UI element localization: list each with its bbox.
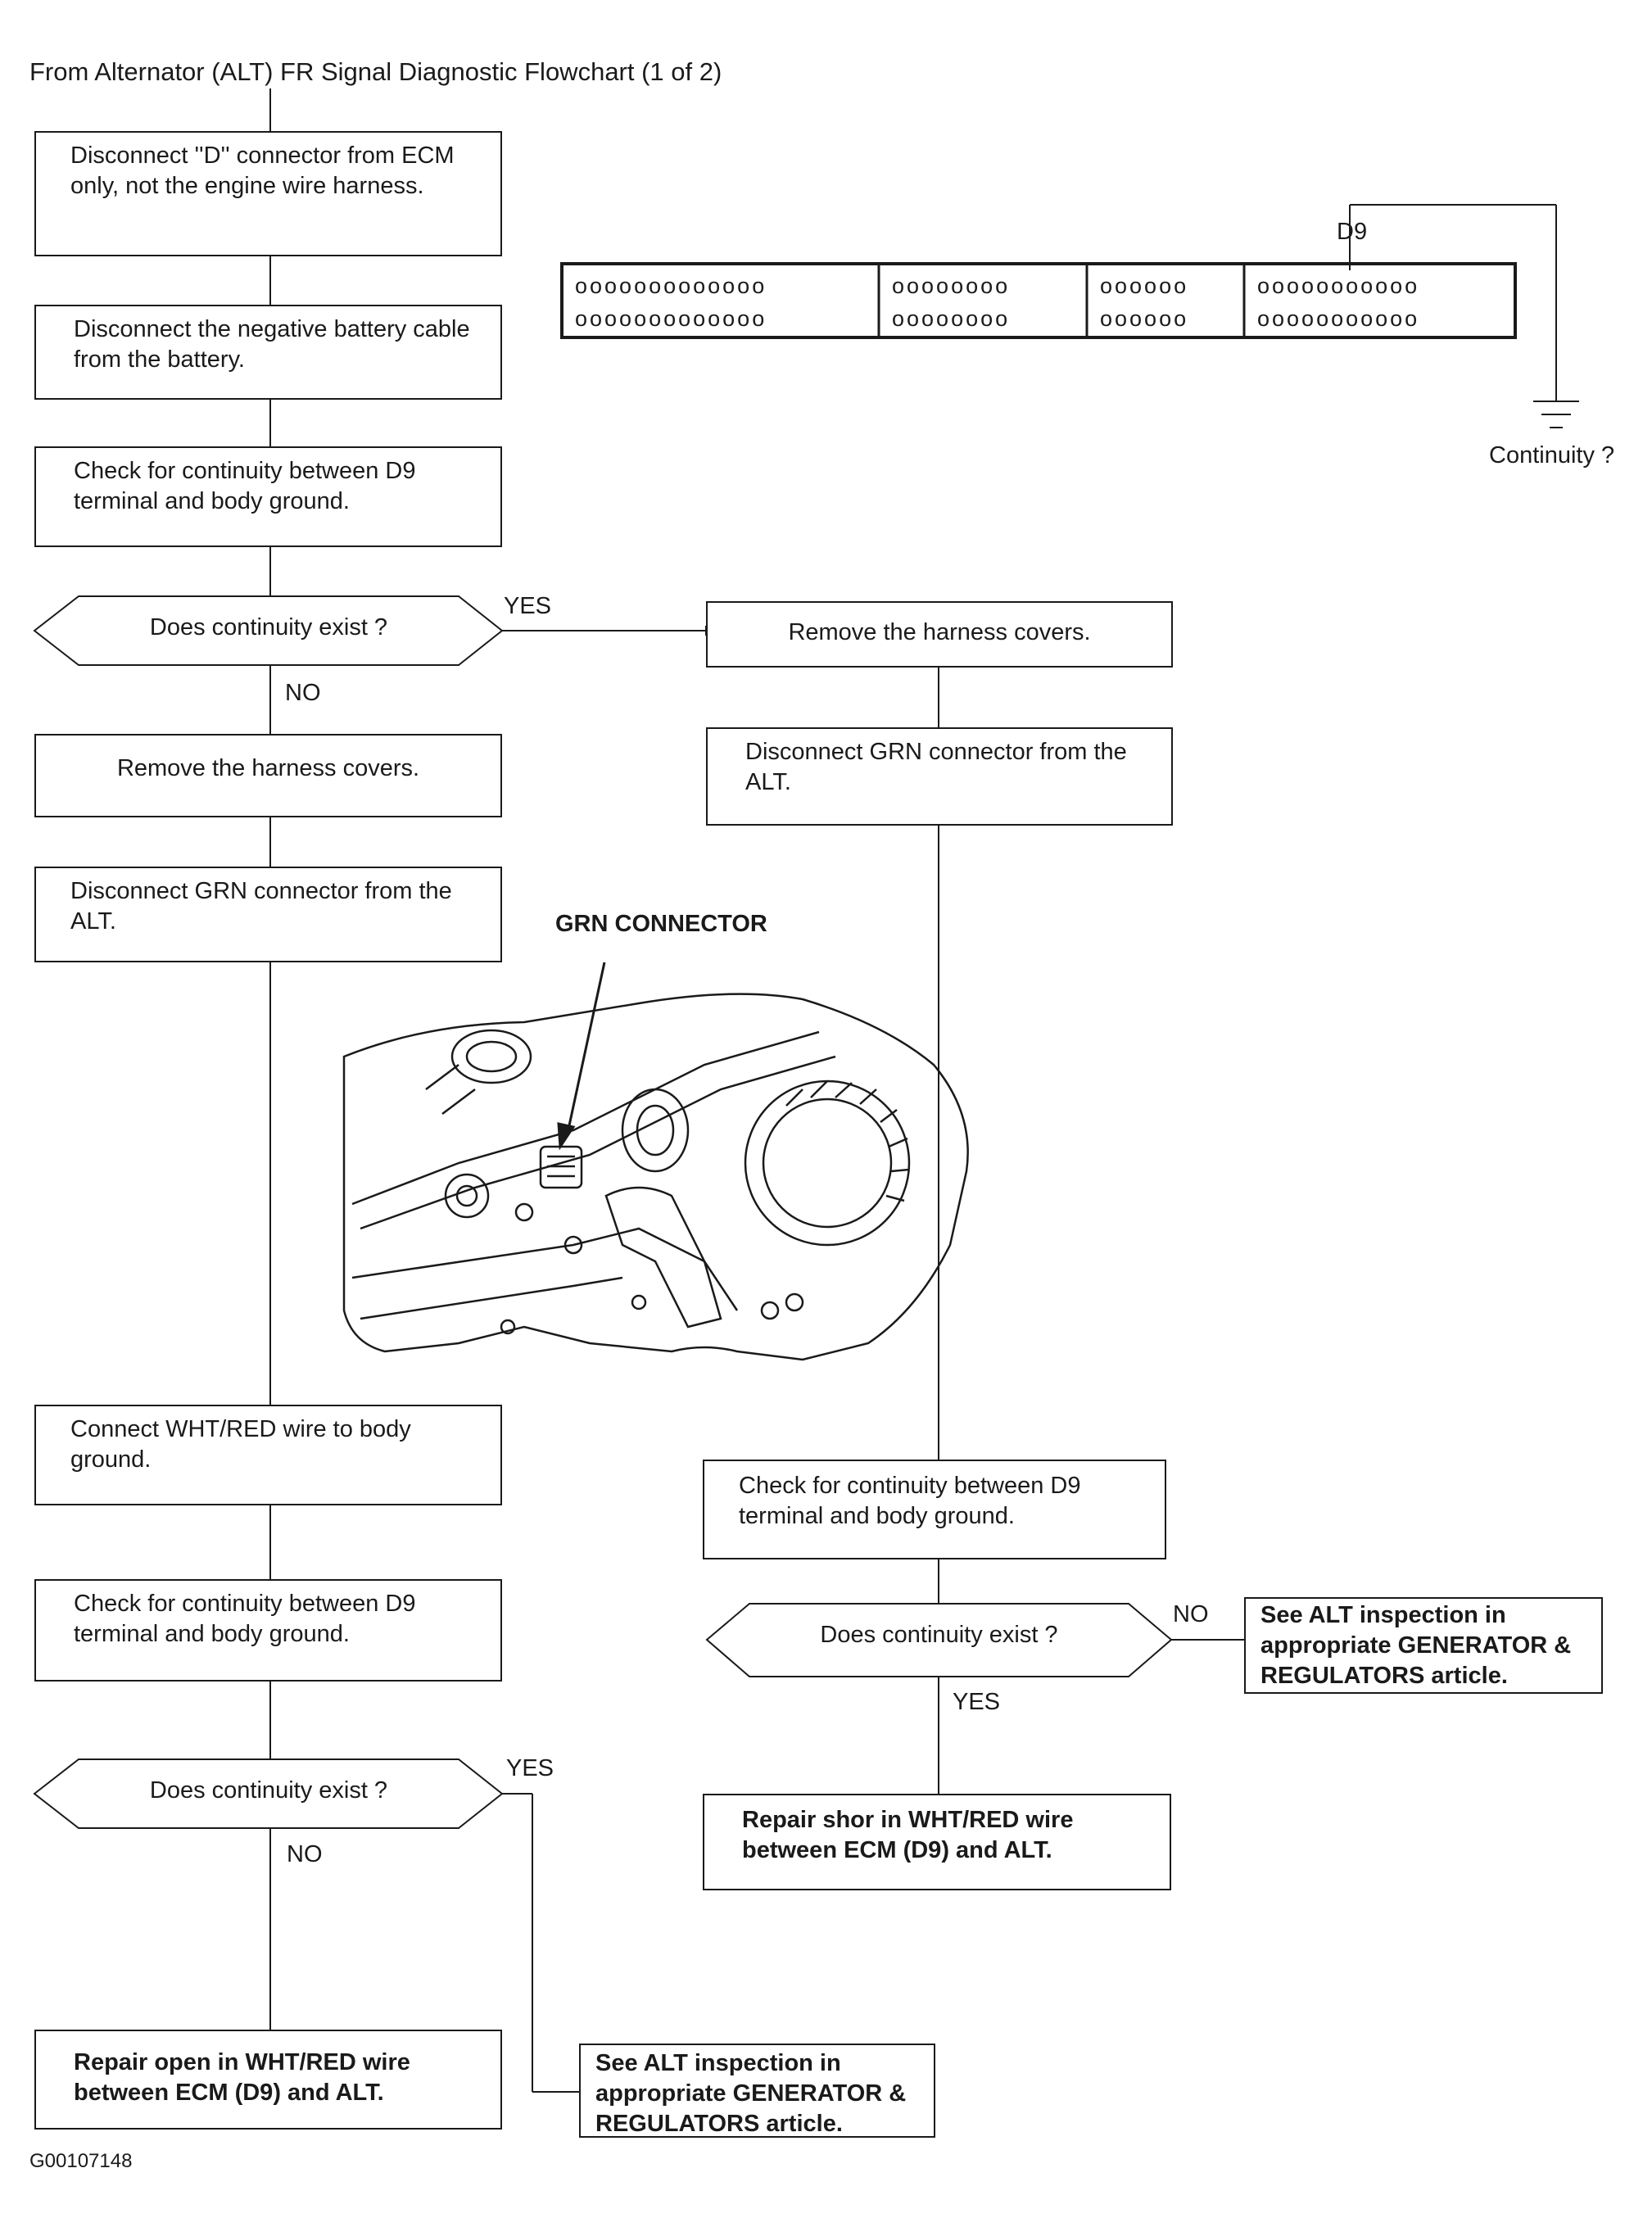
label-no-q2: NO [287,1841,323,1867]
step-text: Repair open in WHT/RED wire between ECM … [74,2049,410,2106]
step-text: Connect WHT/RED wire to body ground. [70,1416,411,1473]
pin-row: ooooooooooooo [575,306,767,331]
pin-row: ooooooooooooo [575,274,767,298]
step-text: Check for continuity between D9 terminal… [739,1473,1081,1529]
step-text: Disconnect GRN connector from the ALT. [70,878,452,935]
step-text: See ALT inspection in appropriate GENERA… [595,2050,907,2137]
step-connect-wht-red: Connect WHT/RED wire to body ground. [34,1405,502,1505]
figure-id: G00107148 [29,2150,133,2172]
step-text: Check for continuity between D9 terminal… [74,1591,416,1647]
step-check-continuity-2: Check for continuity between D9 terminal… [34,1579,502,1682]
decision-diamond-q2 [33,1758,504,1829]
step-check-continuity-right: Check for continuity between D9 terminal… [703,1460,1166,1559]
decision-q3-text: Does continuity exist ? [820,1622,1058,1648]
step-text: Disconnect GRN connector from the ALT. [745,739,1127,795]
decision-q1-text: Does continuity exist ? [149,614,388,640]
continuity-label: Continuity ? [1489,442,1614,468]
pin-row: ooooooooooo [1257,274,1419,298]
grn-connector-arrow [565,962,606,1138]
step-text: Remove the harness covers. [788,619,1091,645]
diagram-header: From Alternator (ALT) FR Signal Diagnost… [29,57,722,86]
pin-row: oooooooo [892,274,1010,298]
pin-row: ooooooooooo [1257,306,1419,331]
grn-connector-label: GRN CONNECTOR [555,911,767,937]
label-no-q3: NO [1173,1601,1209,1627]
ecm-d-connector [560,262,1517,339]
step-text: Repair shor in WHT/RED wire between ECM … [742,1807,1074,1863]
step-repair-short: Repair shor in WHT/RED wire between ECM … [703,1794,1171,1890]
step-text: See ALT inspection in appropriate GENERA… [1260,1602,1572,1689]
label-yes-q1: YES [504,593,552,619]
step-repair-open: Repair open in WHT/RED wire between ECM … [34,2030,502,2130]
step-see-alt-inspection-right: See ALT inspection in appropriate GENERA… [1244,1597,1603,1694]
pin-row: oooooo [1100,306,1188,331]
arrow-head [557,1122,576,1151]
decision-diamond-q3 [705,1603,1173,1677]
step-disconnect-grn-right: Disconnect GRN connector from the ALT. [706,727,1173,826]
step-disconnect-d-connector: Disconnect ''D'' connector from ECM only… [34,131,502,256]
step-see-alt-inspection-bottom: See ALT inspection in appropriate GENERA… [579,2044,935,2138]
pin-row: oooooooo [892,306,1010,331]
step-text: Disconnect ''D'' connector from ECM only… [70,143,455,199]
label-yes-q2: YES [506,1755,554,1781]
step-text: Disconnect the negative battery cable fr… [74,316,470,373]
step-check-continuity-1: Check for continuity between D9 terminal… [34,446,502,547]
alternator-illustration [342,993,969,1361]
step-remove-harness-covers-right: Remove the harness covers. [706,601,1173,668]
step-text: Remove the harness covers. [116,755,420,781]
label-no-q1: NO [285,680,321,706]
step-text: Check for continuity between D9 terminal… [74,458,416,514]
step-remove-harness-covers-left: Remove the harness covers. [34,734,502,817]
step-disconnect-battery: Disconnect the negative battery cable fr… [34,305,502,400]
decision-diamond-q1 [33,595,504,666]
pin-row: oooooo [1100,274,1188,298]
decision-q2-text: Does continuity exist ? [149,1777,388,1804]
step-disconnect-grn-left: Disconnect GRN connector from the ALT. [34,867,502,962]
label-yes-q3: YES [953,1689,1001,1715]
terminal-label: D9 [1337,219,1367,245]
